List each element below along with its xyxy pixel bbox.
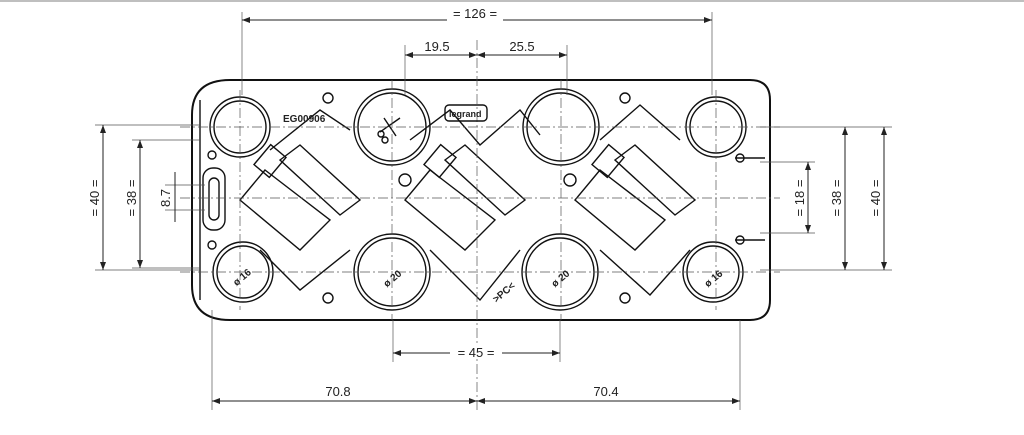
dim-right-height-inner: = 38 =	[829, 180, 844, 217]
brand-logo	[444, 104, 488, 122]
dim-left-offset: 19.5	[424, 39, 449, 54]
junction-box-body	[191, 79, 771, 321]
terminal-blocks	[239, 143, 697, 251]
dim-slot-height: 8.7	[158, 189, 173, 207]
dim-center-spacing: = 45 =	[458, 345, 495, 360]
dim-overall-width: = 126 =	[453, 6, 497, 21]
scissors-icon	[379, 117, 401, 137]
dim-right-height-outer: = 40 =	[868, 180, 883, 217]
dim-left-height-inner: = 38 =	[124, 180, 139, 217]
dim-right-offset: 25.5	[509, 39, 534, 54]
part-code-label: EG00906	[283, 114, 326, 125]
left-slot	[202, 167, 226, 231]
brand-label: legrand	[449, 109, 482, 119]
dim-right-slot: = 18 =	[792, 180, 807, 217]
dim-left-height-outer: = 40 =	[87, 180, 102, 217]
dim-right-half: 70.4	[593, 384, 618, 399]
dim-left-half: 70.8	[325, 384, 350, 399]
